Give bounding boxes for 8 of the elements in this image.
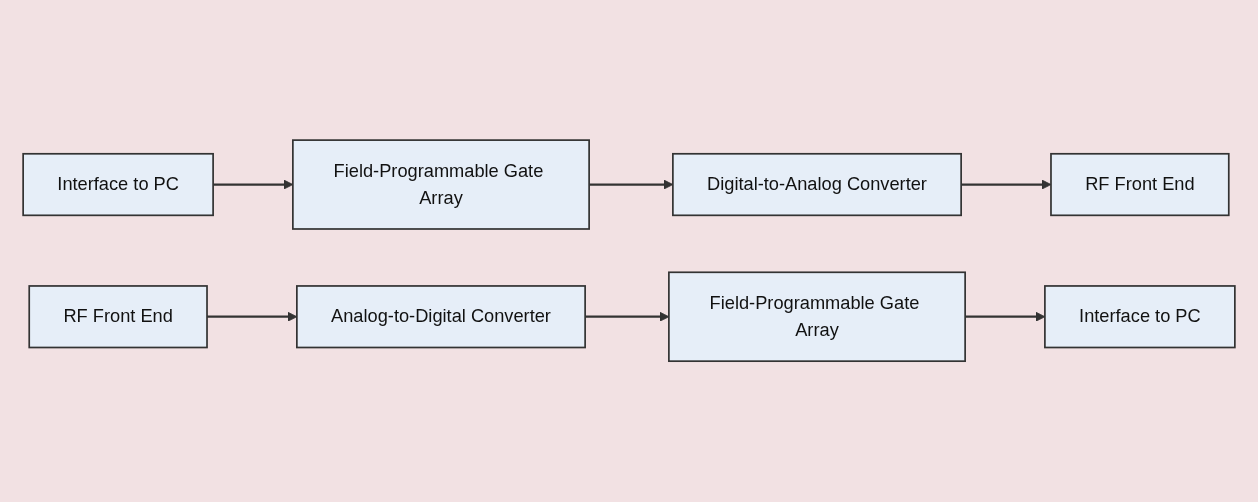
node-box: Digital-to-Analog Converter: [672, 153, 962, 217]
node-box: Interface to PC: [1044, 285, 1236, 349]
node-box: RF Front End: [28, 285, 208, 349]
node-box: RF Front End: [1050, 153, 1230, 217]
node-box: Interface to PC: [22, 153, 214, 217]
node-box: Field-Programmable Gate Array: [668, 271, 966, 363]
node-box: Field-Programmable Gate Array: [292, 139, 590, 231]
node-box: Analog-to-Digital Converter: [296, 285, 586, 349]
